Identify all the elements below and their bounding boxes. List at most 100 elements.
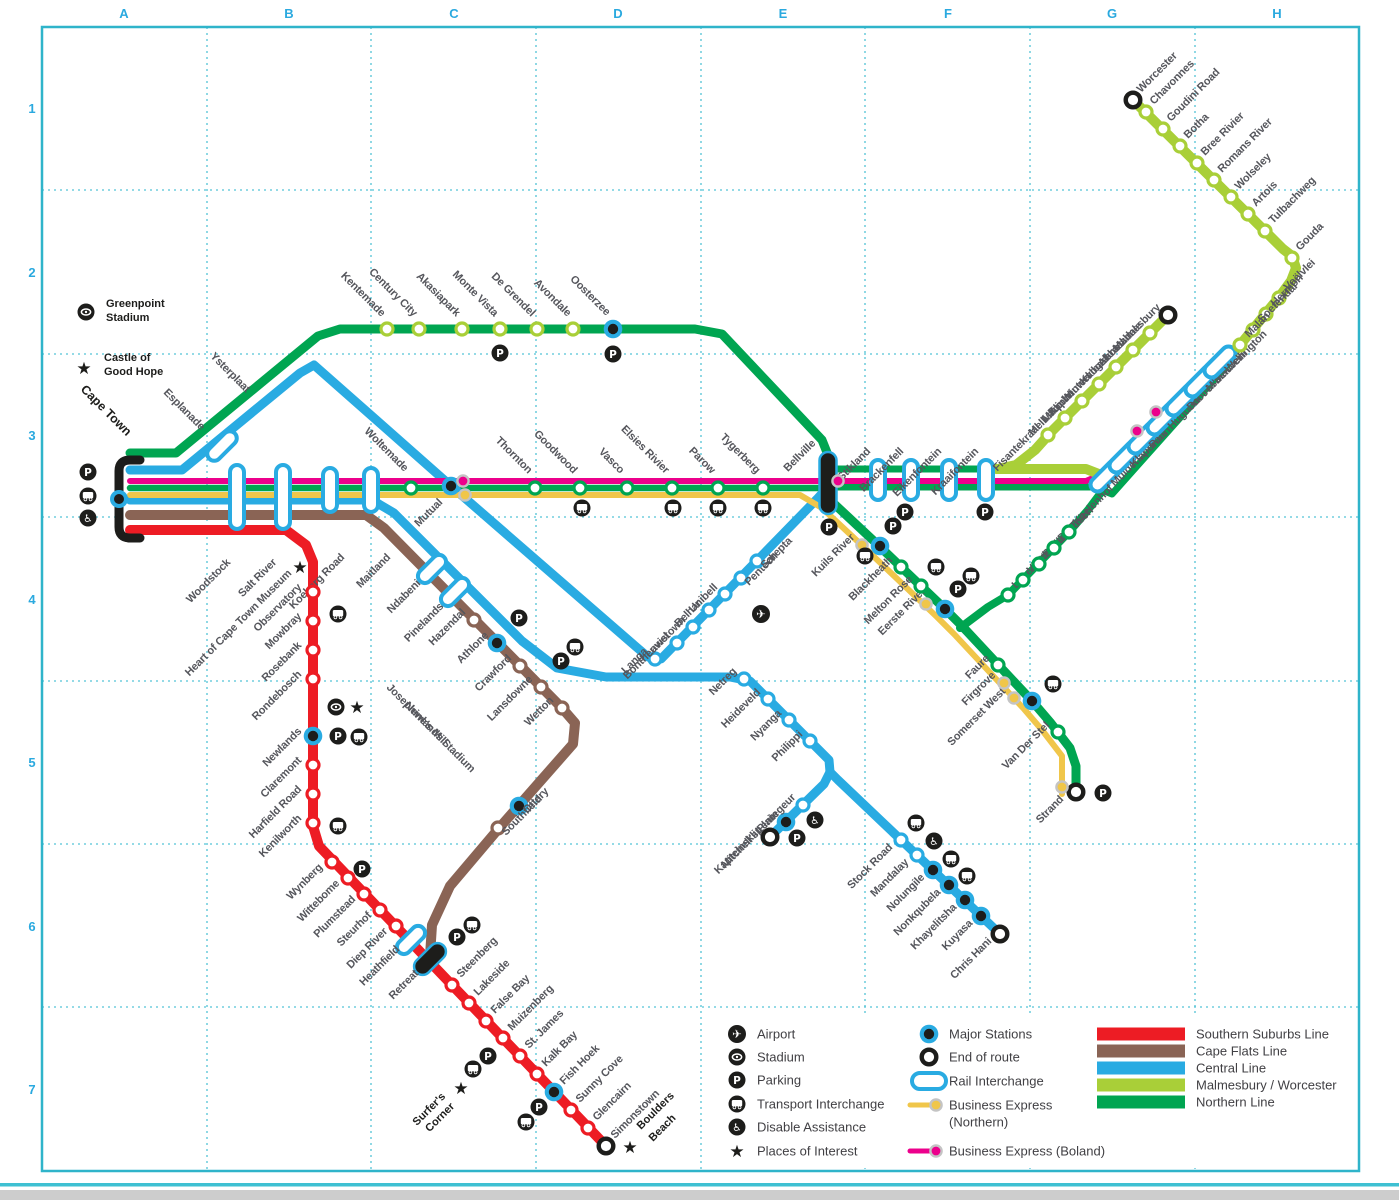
legend-marker-rail-interchange: Rail Interchange	[910, 1071, 1044, 1091]
station-dot	[701, 602, 717, 618]
station-dot	[1172, 138, 1188, 154]
wheelchair-icon: ♿	[79, 509, 97, 527]
station-dot	[781, 712, 797, 728]
legend-swatch	[1097, 1078, 1185, 1092]
svg-text:♿: ♿	[732, 1122, 741, 1134]
interchange-capsule	[977, 458, 995, 502]
star-icon: ★	[729, 1142, 744, 1162]
end-of-route-dot	[596, 1136, 616, 1156]
grid-border	[40, 25, 1361, 1173]
station-dot	[733, 570, 749, 586]
station-dot	[580, 1120, 596, 1136]
station-dot	[1155, 121, 1171, 137]
legend-label: Malmesbury / Worcester	[1196, 1078, 1337, 1093]
svg-text:P: P	[733, 1075, 741, 1087]
business-express-boland-dot	[831, 474, 845, 488]
bus-icon	[1044, 675, 1062, 693]
end-of-route-dot	[1158, 305, 1178, 325]
legend-symbol-airport: ✈Airport	[728, 1025, 796, 1043]
station-dot	[1015, 572, 1031, 588]
svg-text:P: P	[84, 467, 92, 479]
legend-label: Major Stations	[949, 1027, 1033, 1042]
station-paarl-be-boland	[1130, 424, 1144, 438]
stadium-icon	[728, 1048, 746, 1066]
station-dot	[490, 820, 506, 836]
station-dot	[647, 651, 663, 667]
station-dot	[664, 480, 680, 496]
legend-label: Parking	[757, 1073, 801, 1088]
major-dot	[307, 730, 319, 742]
parking-icon: P	[604, 345, 622, 363]
bus-icon	[856, 547, 874, 565]
station-dot	[305, 584, 321, 600]
legend-swatch	[1097, 1095, 1185, 1109]
legend-marker-major-stations: Major Stations	[919, 1024, 1033, 1044]
major-dot	[513, 800, 525, 812]
legend-label-2: (Northern)	[949, 1115, 1008, 1130]
station-dot	[990, 657, 1006, 673]
legend-marker-end-of-route: End of route	[919, 1047, 1020, 1067]
station-dot	[1271, 290, 1287, 306]
svg-text:P: P	[981, 507, 989, 519]
bus-icon	[927, 558, 945, 576]
station-dot	[1223, 189, 1239, 205]
parking-icon: P	[530, 1098, 548, 1116]
star-icon: ★	[76, 359, 91, 379]
station-dot	[533, 679, 549, 695]
legend-label: Transport Interchange	[757, 1097, 884, 1112]
station-dot	[685, 619, 701, 635]
wheelchair-icon: ♿	[728, 1118, 746, 1136]
terminal-cape-town	[110, 455, 145, 543]
interchange-capsule	[228, 463, 246, 531]
station-dot	[710, 480, 726, 496]
station-dot	[1240, 206, 1256, 222]
parking-icon: P	[820, 518, 838, 536]
station-dot	[466, 612, 482, 628]
legend-swatch	[1097, 1027, 1185, 1041]
stadium-icon	[77, 303, 95, 321]
station-dot	[340, 870, 356, 886]
interchange-capsule	[274, 463, 292, 531]
station-dot	[1245, 322, 1261, 338]
line-business-express-northern	[127, 492, 1065, 797]
station-dot	[1138, 104, 1154, 120]
interchange-capsule	[412, 941, 448, 977]
legend-background	[706, 1016, 1356, 1168]
footer-gray-bar	[0, 1190, 1399, 1200]
bus-icon	[464, 1060, 482, 1078]
svg-text:P: P	[515, 613, 523, 625]
grid-row-2: 2	[28, 265, 35, 280]
station-dot	[909, 847, 925, 863]
bus-icon	[664, 499, 682, 517]
station-dot	[1258, 306, 1274, 322]
interchange-capsule	[394, 923, 428, 957]
bus-icon	[962, 567, 980, 585]
major-dot	[975, 910, 987, 922]
star-icon: ★	[453, 1079, 468, 1099]
grid-col-g: G	[1107, 6, 1117, 21]
end-of-route-dot	[760, 827, 780, 847]
station-dot	[1284, 250, 1300, 266]
legend-label: End of route	[949, 1050, 1020, 1065]
bus-icon	[958, 867, 976, 885]
major-dot	[607, 323, 619, 335]
station-dot	[495, 1030, 511, 1046]
stadium-icon	[327, 698, 345, 716]
major-dot	[943, 879, 955, 891]
parking-icon: P	[448, 928, 466, 946]
station-dot	[565, 321, 581, 337]
svg-text:P: P	[1099, 788, 1107, 800]
parking-icon: P	[884, 517, 902, 535]
major-dot	[874, 540, 886, 552]
legend-label: Airport	[757, 1027, 796, 1042]
grid-col-h: H	[1272, 6, 1281, 21]
airport-icon: ✈	[752, 605, 770, 623]
station-dot	[736, 671, 752, 687]
terminal-major-dot	[114, 494, 124, 504]
station-dot	[1000, 587, 1016, 603]
station-dot	[1189, 155, 1205, 171]
grid-row-4: 4	[28, 592, 36, 607]
station-dot	[388, 918, 404, 934]
station-dot	[403, 480, 419, 496]
station-dot	[444, 977, 460, 993]
